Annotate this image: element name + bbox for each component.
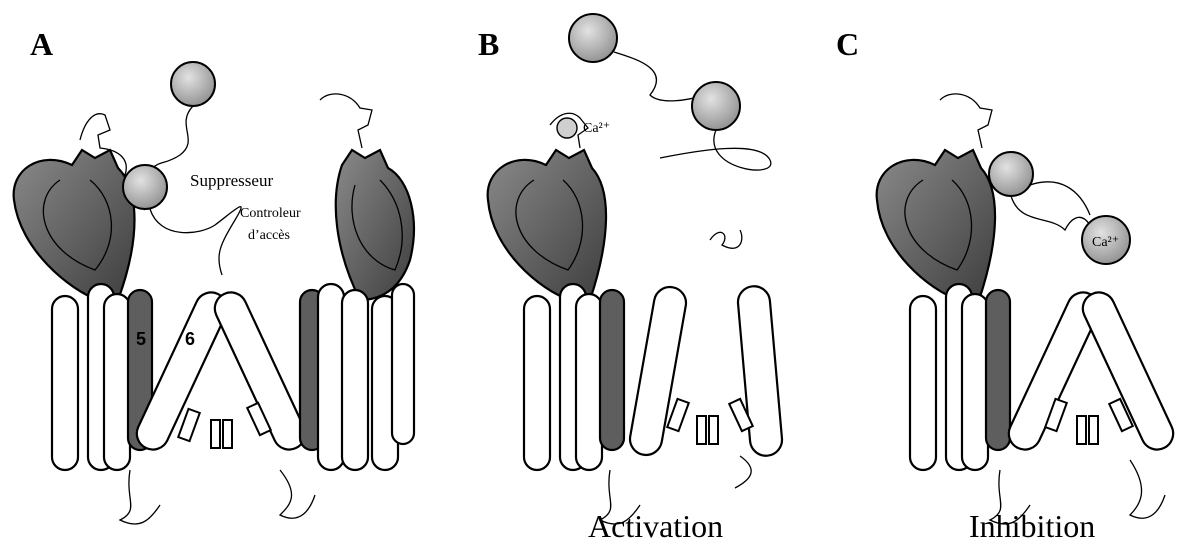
filter-box-c2: [1077, 416, 1086, 444]
suppressor-chain-a: [150, 207, 241, 275]
filter-box-b1: [667, 399, 689, 431]
bottom-loop-a-left: [120, 470, 160, 524]
helix-b-3: [576, 294, 602, 470]
left-calcium-domain: [14, 150, 135, 300]
bottom-loop-a-right: [280, 470, 315, 518]
top-loop-c: [940, 94, 992, 148]
suppressor-chain-c: [1011, 196, 1090, 230]
helix-a-r1: [318, 284, 344, 470]
calcium-domain-c: [877, 150, 995, 300]
bottom-loop-c-right: [1130, 460, 1165, 518]
filter-box-c3: [1089, 416, 1098, 444]
helix-5-label: 5: [136, 329, 146, 349]
calcium-domain-b: [488, 150, 606, 300]
gate-controller-b: [710, 230, 742, 248]
helix-c-1: [910, 296, 936, 470]
inactivation-ball-top-a: [171, 62, 215, 106]
panel-b-letter: B: [478, 26, 499, 62]
calcium-ion-b: [557, 118, 577, 138]
helix-a-1: [52, 296, 78, 470]
filter-box-a2: [211, 420, 220, 448]
filter-box-b3: [709, 416, 718, 444]
tether-c: [1030, 182, 1090, 215]
panel-b: B Ca²⁺ Activation: [478, 14, 783, 544]
panel-c: C Ca²⁺ Inhibition: [836, 26, 1178, 544]
suppressor-ball-b: [692, 82, 740, 130]
helix-b-5: [600, 290, 624, 450]
gate-controller-label-1: Controleur: [240, 206, 301, 221]
suppressor-ball-a: [123, 165, 167, 209]
panel-a: A Suppresseur Controleur d’accès 5 6: [14, 26, 414, 524]
panel-b-caption: Activation: [588, 508, 723, 544]
panel-a-letter: A: [30, 26, 53, 62]
helix-a-r2: [342, 290, 368, 470]
filter-box-a3: [223, 420, 232, 448]
right-top-loop: [320, 94, 372, 148]
panel-c-caption: Inhibition: [969, 508, 1095, 544]
suppressor-label: Suppresseur: [190, 171, 273, 190]
helix-a-3: [104, 294, 130, 470]
panel-c-letter: C: [836, 26, 859, 62]
helix-c-5: [986, 290, 1010, 450]
helix-c-3: [962, 294, 988, 470]
filter-box-a1: [178, 409, 200, 441]
helix-b-1: [524, 296, 550, 470]
bottom-loop-b-right: [735, 456, 751, 488]
inactivation-ball-top-b: [569, 14, 617, 62]
calcium-label-b: Ca²⁺: [583, 121, 610, 136]
ball-chain-a: [150, 106, 193, 170]
suppressor-ball-c: [989, 152, 1033, 196]
gate-controller-label-2: d’accès: [248, 228, 290, 243]
filter-box-b2: [697, 416, 706, 444]
ball-chain-b: [614, 52, 700, 101]
helix-6-label: 6: [185, 329, 195, 349]
suppressor-chain-b: [660, 130, 771, 170]
calcium-label-c: Ca²⁺: [1092, 235, 1119, 250]
helix-a-r4: [392, 284, 414, 444]
